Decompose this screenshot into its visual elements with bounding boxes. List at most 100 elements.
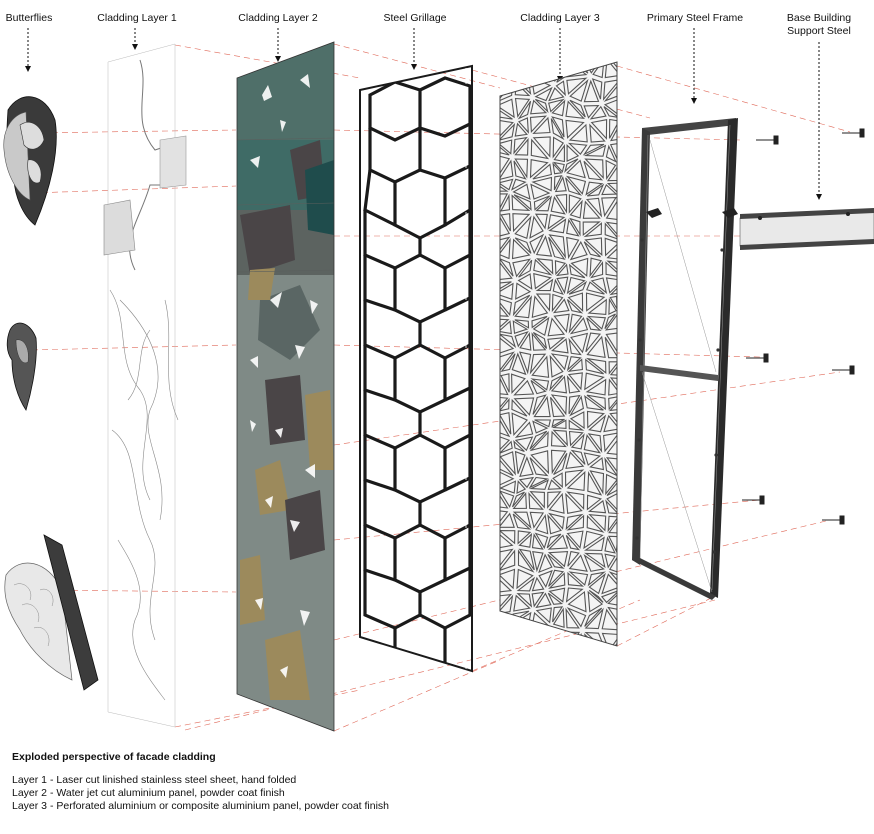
perforation-cell (567, 292, 584, 312)
figure-caption: Exploded perspective of facade cladding … (12, 751, 612, 813)
perforation-cell (584, 372, 605, 391)
perforation-cell (604, 62, 617, 79)
perforation-cell (515, 282, 532, 300)
perforation-cell (609, 281, 617, 296)
perforation-cell (603, 98, 617, 117)
perforation-cell (517, 530, 532, 545)
perforation-cell (529, 491, 545, 509)
perforation-cell (604, 313, 617, 331)
butterfly-middle (6, 322, 37, 411)
perforation-cell (565, 451, 585, 470)
label-base-building-line1: Base Building (786, 12, 852, 24)
perforation-cell (535, 258, 554, 275)
perforation-cell (514, 450, 526, 474)
perforation-cell (567, 571, 585, 587)
perforation-cell (552, 161, 563, 175)
steel-grillage (359, 64, 473, 673)
perforation-cell (570, 332, 589, 354)
perforation-cell (518, 548, 535, 571)
perforation-cell (582, 143, 605, 156)
perforation-cell (500, 531, 514, 550)
perforation-cell (513, 379, 535, 396)
perforation-cell (516, 480, 527, 495)
perforation-cell (606, 492, 617, 513)
perforation-cell (548, 236, 566, 261)
perforation-cell (604, 553, 616, 569)
perforation-cell (564, 158, 579, 174)
label-cladding-layer-3: Cladding Layer 3 (520, 12, 600, 24)
perforation-cell (534, 532, 549, 550)
perforation-cell (514, 421, 534, 438)
perforation-cell (587, 298, 607, 315)
perforation-cell (569, 316, 589, 335)
perforation-cell (569, 395, 585, 417)
perforation-cell (502, 627, 517, 646)
perforation-cell (568, 554, 588, 572)
perforation-cell (511, 238, 531, 260)
perforation-cell (566, 356, 582, 372)
perforation-cell (512, 183, 531, 200)
perforation-cell (552, 161, 565, 173)
perforation-cell (601, 183, 617, 196)
perforation-cell (585, 292, 606, 312)
perforation-cell (533, 258, 553, 276)
perforation-cell (605, 144, 617, 163)
perforation-cell (500, 143, 510, 156)
perforation-cell (607, 590, 617, 606)
perforation-cell (601, 197, 617, 218)
perforation-cell (586, 335, 606, 359)
perforation-cell (589, 123, 606, 143)
perforation-cell (587, 571, 606, 587)
perforation-cell (556, 276, 569, 295)
perforation-cell (566, 159, 586, 179)
perforation-cell (500, 62, 514, 78)
perforation-cell (607, 535, 617, 554)
perforation-cell (569, 99, 586, 118)
perforation-cell (585, 181, 604, 196)
perforation-cell (566, 299, 584, 314)
perforation-cell (500, 490, 515, 509)
perforation-cell (518, 532, 533, 548)
perforation-cell (552, 136, 565, 159)
primary-steel-frame (632, 118, 738, 600)
perforation-cell (517, 100, 532, 120)
perforation-cell (605, 499, 617, 515)
perforation-cell (500, 469, 515, 487)
perforation-cell (587, 499, 607, 514)
perforation-cell (500, 457, 514, 477)
perforation-cell (533, 62, 552, 82)
perforation-cell (512, 626, 533, 643)
perforation-cell (565, 175, 587, 195)
perforation-cell (500, 213, 511, 232)
perforation-cell (512, 213, 531, 233)
perforation-cell (588, 414, 607, 433)
caption-layer-2: Layer 2 - Water jet cut aluminium panel,… (12, 787, 285, 799)
label-butterflies: Butterflies (5, 12, 53, 24)
perforation-cell (608, 571, 617, 587)
perforation-cell (589, 470, 605, 495)
perforation-cell (565, 535, 581, 551)
perforation-cell (518, 476, 535, 489)
perforation-cell (500, 451, 516, 476)
perforation-cell (583, 241, 601, 258)
perforation-cell (510, 178, 527, 191)
perforation-cell (568, 263, 586, 279)
perforation-cell (602, 79, 617, 101)
perforation-cell (584, 158, 604, 180)
perforation-cell (604, 313, 616, 330)
perforation-cell (514, 122, 528, 137)
perforation-cell (511, 412, 529, 437)
perforation-cell (547, 534, 569, 550)
perforation-cell (607, 515, 617, 533)
perforation-cell (566, 144, 580, 162)
perforation-cell (605, 473, 617, 496)
perforation-cell (583, 452, 602, 466)
perforation-cell (531, 355, 550, 378)
perforation-cell (514, 319, 530, 329)
perforation-cell (548, 234, 567, 259)
perforation-cell (535, 278, 554, 292)
perforation-cell (566, 470, 586, 492)
perforation-cell (530, 183, 551, 200)
perforation-cell (609, 412, 617, 429)
